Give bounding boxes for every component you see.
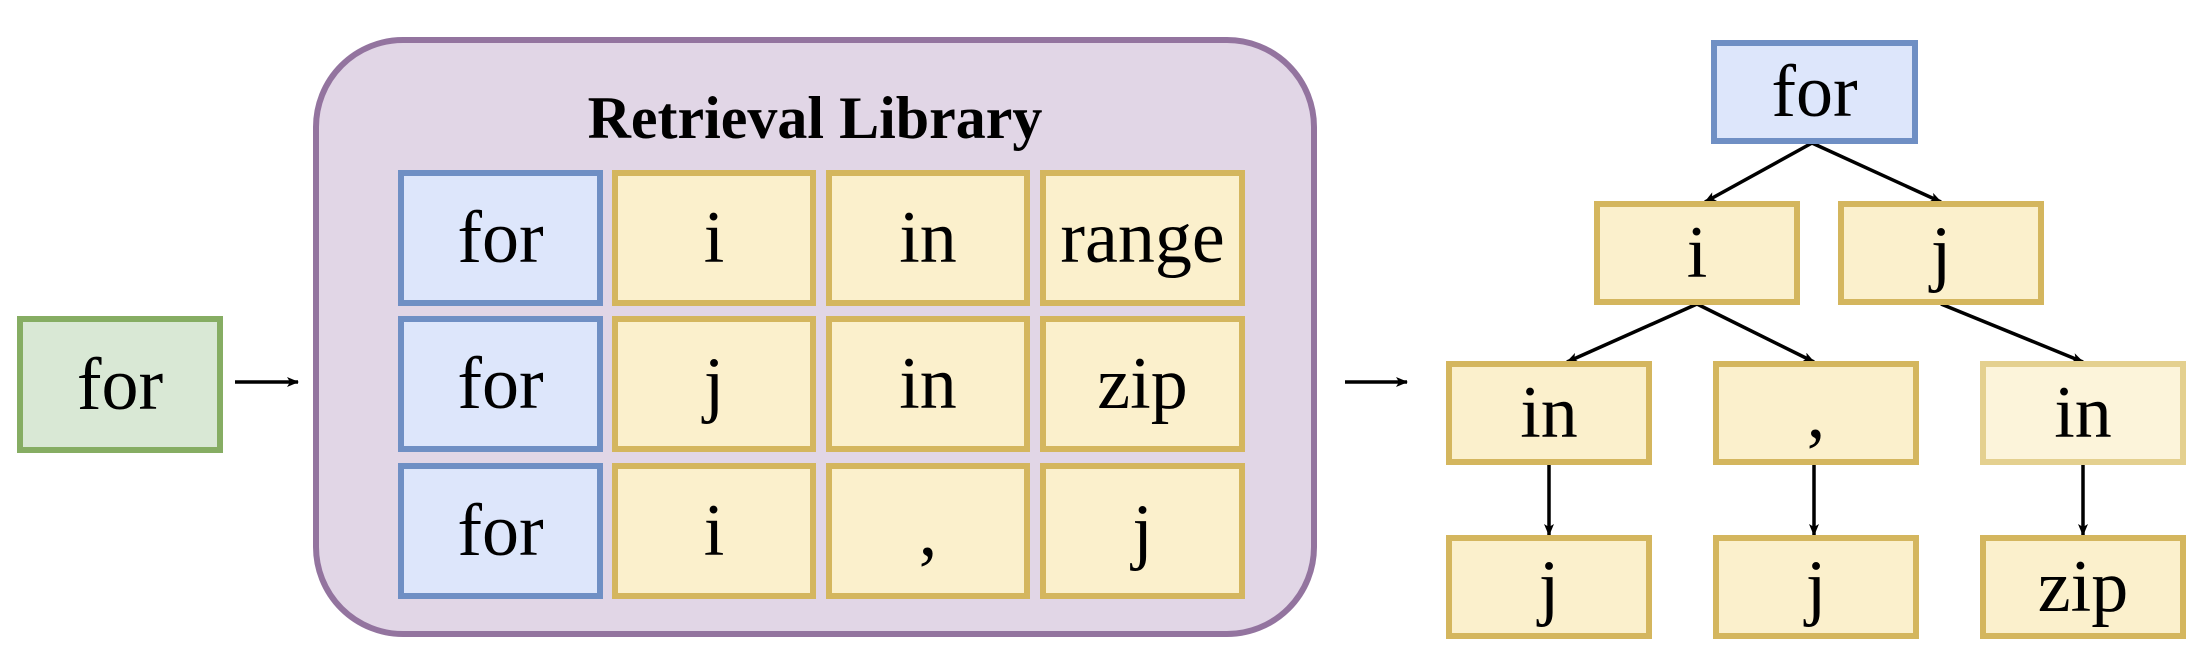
library-cell-r1-c2: i <box>612 170 816 306</box>
tree-node-j: j <box>1838 201 2044 305</box>
tree-node-in-left: in <box>1446 361 1652 465</box>
edge-root-to-i <box>1704 141 1813 204</box>
library-cell-r3-c1: for <box>398 463 603 599</box>
library-cell-r1-c3: in <box>826 170 1030 306</box>
tree-node-comma: , <box>1713 361 1919 465</box>
library-cell-r1-c1: for <box>398 170 603 306</box>
input-token-box: for <box>17 316 223 453</box>
edge-root-to-j <box>1811 141 1942 204</box>
edge-i-to-comma <box>1696 302 1815 364</box>
library-cell-r2-c3: in <box>826 316 1030 452</box>
library-cell-r2-c1: for <box>398 316 603 452</box>
library-cell-r2-c2: j <box>612 316 816 452</box>
edge-j-to-in <box>1940 302 2084 364</box>
tree-leaf-zip: zip <box>1980 535 2186 639</box>
retrieval-library-title: Retrieval Library <box>587 85 1043 151</box>
library-cell-r1-c4: range <box>1040 170 1245 306</box>
library-cell-r3-c3: , <box>826 463 1030 599</box>
tree-node-in-right: in <box>1980 361 2186 465</box>
tree-node-i: i <box>1594 201 1800 305</box>
tree-leaf-j-left: j <box>1446 535 1652 639</box>
edge-i-to-in <box>1566 302 1698 364</box>
tree-leaf-j-middle: j <box>1713 535 1919 639</box>
library-cell-r3-c2: i <box>612 463 816 599</box>
library-cell-r2-c4: zip <box>1040 316 1245 452</box>
tree-root-node: for <box>1711 40 1918 144</box>
library-cell-r3-c4: j <box>1040 463 1245 599</box>
